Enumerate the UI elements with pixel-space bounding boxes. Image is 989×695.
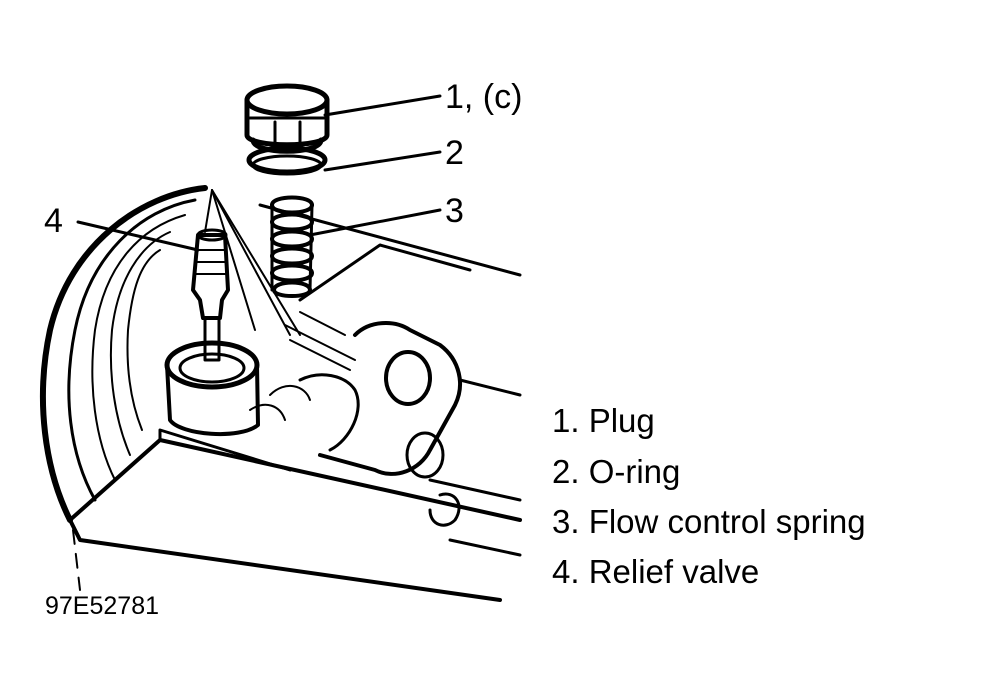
legend-item-plug: 1. Plug (552, 402, 655, 439)
callout-2: 2 (445, 134, 464, 172)
legend-item-flow-control-spring: 3. Flow control spring (552, 503, 866, 540)
legend-item-relief-valve: 4. Relief valve (552, 553, 759, 590)
legend-item-o-ring: 2. O-ring (552, 453, 680, 490)
figure-id: 97E52781 (45, 592, 159, 620)
callout-leaders (76, 94, 442, 252)
callout-4: 4 (44, 202, 63, 240)
pump-housing (39, 185, 522, 602)
relief-valve-drawing (191, 228, 230, 362)
flow-control-spring-drawing (270, 195, 314, 298)
plug-drawing (244, 83, 330, 154)
parts-legend: 1. Plug 2. O-ring 3. Flow control spring… (552, 402, 866, 590)
callout-3: 3 (445, 192, 464, 230)
o-ring-drawing (246, 145, 328, 176)
callout-1: 1, (c) (445, 78, 522, 116)
assembly-guide-lines (72, 189, 301, 591)
